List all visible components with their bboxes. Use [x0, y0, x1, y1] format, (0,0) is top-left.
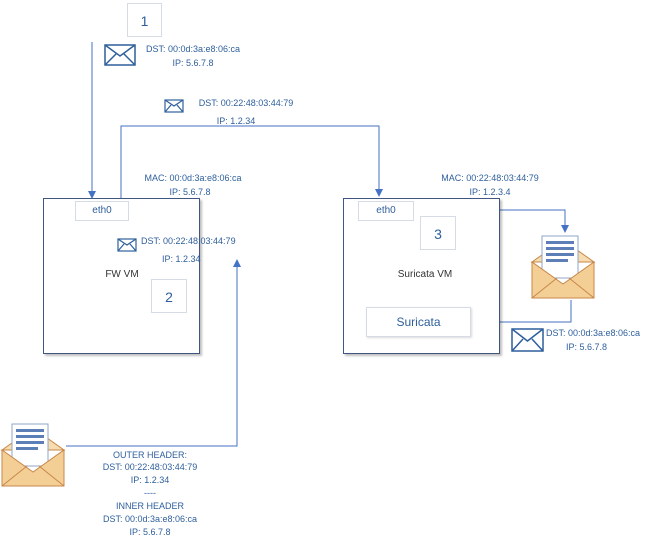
closed-envelope-icon: [104, 44, 136, 66]
open-envelope-icon: [530, 235, 596, 299]
closed-envelope-icon: [164, 99, 184, 113]
closed-envelope-icon: [117, 238, 137, 252]
suricata-eth0: eth0: [358, 201, 414, 221]
packet-top-ip: IP: 1.2.34: [216, 116, 256, 126]
suricata-app-box: Suricata: [366, 307, 471, 337]
step-3-badge: 3: [420, 216, 456, 250]
suricata-ip: IP: 1.2.3.4: [469, 187, 511, 197]
fw-ip: IP: 5.6.7.8: [169, 187, 211, 197]
fw-eth0: eth0: [75, 201, 129, 221]
packet1-ip: IP: 5.6.7.8: [172, 58, 214, 68]
suricata-vm-label: Suricata VM: [397, 269, 453, 280]
header-separator: ----: [144, 488, 156, 498]
outer-header-label: OUTER HEADER:: [112, 450, 187, 460]
arrow-envelope-to-suricata: [472, 300, 572, 326]
outer-ip: IP: 1.2.34: [130, 475, 170, 485]
step-2-badge: 2: [151, 279, 187, 313]
inner-header-label: INNER HEADER: [115, 501, 184, 511]
closed-envelope-icon: [511, 328, 544, 352]
outer-dst: DST: 00:22:48:03:44:79: [102, 462, 198, 472]
packet-right-dst: DST: 00:0d:3a:e8:06:ca: [546, 328, 641, 338]
open-envelope-icon: [0, 423, 66, 487]
fw-inner-ip: IP: 1.2.34: [162, 254, 201, 264]
packet-top-dst: DST: 00:22:48:03:44:79: [198, 98, 294, 108]
packet-right-ip: IP: 5.6.7.8: [566, 342, 608, 352]
inner-dst: DST: 00:0d:3a:e8:06:ca: [102, 514, 198, 524]
arrow-fw-to-suricata: [120, 125, 383, 198]
fw-vm-label: FW VM: [105, 269, 139, 280]
packet1-dst: DST: 00:0d:3a:e8:06:ca: [145, 44, 241, 54]
inner-ip: IP: 5.6.7.8: [129, 527, 171, 537]
fw-inner-dst: DST: 00:22:48:03:44:79: [141, 236, 236, 246]
fw-mac: MAC: 00:0d:3a:e8:06:ca: [144, 173, 242, 183]
arrow-return-to-fw: [66, 259, 241, 447]
suricata-mac: MAC: 00:22:48:03:44:79: [441, 173, 539, 183]
fw-vm-box: [43, 198, 200, 354]
step-1-badge: 1: [127, 3, 162, 37]
